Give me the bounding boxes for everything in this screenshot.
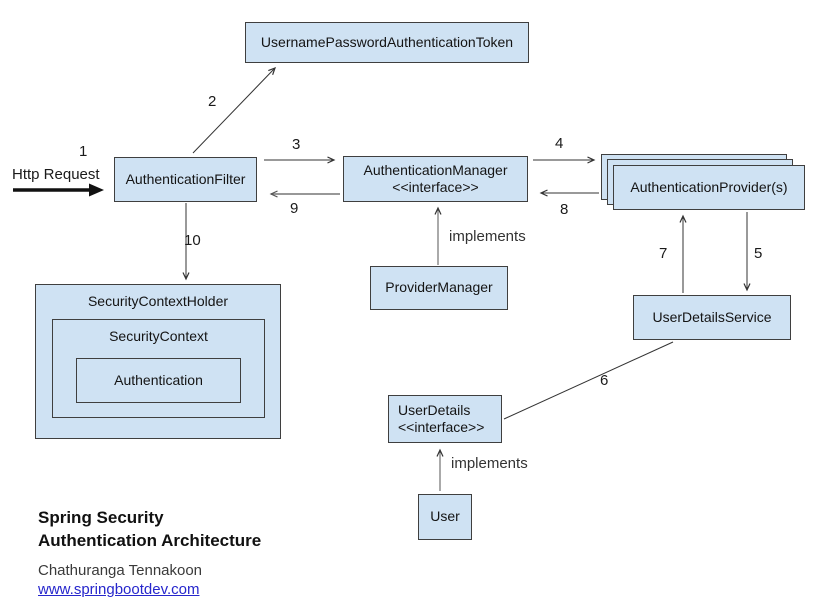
node-authentication-filter: AuthenticationFilter bbox=[114, 157, 257, 202]
node-user-details-service: UserDetailsService bbox=[633, 295, 791, 340]
node-authentication-manager-stereotype: <<interface>> bbox=[392, 179, 479, 195]
node-security-context-label: SecurityContext bbox=[109, 328, 208, 344]
arrow-step1-head bbox=[89, 183, 104, 197]
http-request-label: Http Request bbox=[12, 166, 100, 183]
step1-label: 1 bbox=[79, 143, 88, 160]
node-authentication-manager: AuthenticationManager <<interface>> bbox=[343, 156, 528, 202]
node-authentication-manager-name: AuthenticationManager bbox=[363, 161, 508, 178]
diagram-title-line1: Spring Security bbox=[38, 508, 164, 527]
node-user: User bbox=[418, 494, 472, 540]
implements-user-details-label: implements bbox=[451, 455, 528, 472]
step7-label: 7 bbox=[659, 245, 668, 262]
node-user-details-stereotype: <<interface>> bbox=[398, 419, 485, 435]
node-user-details: UserDetails <<interface>> bbox=[388, 395, 502, 443]
website-link[interactable]: www.springbootdev.com bbox=[38, 581, 200, 598]
node-security-context-holder-label: SecurityContextHolder bbox=[87, 293, 229, 309]
step4-label: 4 bbox=[555, 135, 564, 152]
step8-label: 8 bbox=[560, 201, 569, 218]
node-provider-manager: ProviderManager bbox=[370, 266, 508, 310]
diagram-title-line2: Authentication Architecture bbox=[38, 531, 262, 550]
step5-label: 5 bbox=[754, 245, 763, 262]
step3-label: 3 bbox=[292, 136, 301, 153]
node-username-password-authentication-token: UsernamePasswordAuthenticationToken bbox=[245, 22, 529, 63]
node-user-details-name: UserDetails bbox=[398, 401, 471, 418]
author-name: Chathuranga Tennakoon bbox=[38, 562, 203, 579]
implements-manager-label: implements bbox=[449, 228, 526, 245]
step6-label: 6 bbox=[600, 372, 609, 389]
node-security-context-holder: SecurityContextHolder SecurityContext Au… bbox=[35, 284, 281, 439]
arrow-step2 bbox=[192, 68, 275, 154]
line-step6 bbox=[503, 341, 674, 420]
step2-label: 2 bbox=[208, 93, 217, 110]
node-security-context: SecurityContext Authentication bbox=[52, 319, 265, 418]
node-authentication-providers: AuthenticationProvider(s) bbox=[613, 165, 805, 210]
step9-label: 9 bbox=[290, 200, 299, 217]
node-authentication: Authentication bbox=[76, 358, 241, 403]
diagram-title: Spring Security Authentication Architect… bbox=[38, 506, 261, 552]
step10-label: 10 bbox=[184, 232, 201, 249]
